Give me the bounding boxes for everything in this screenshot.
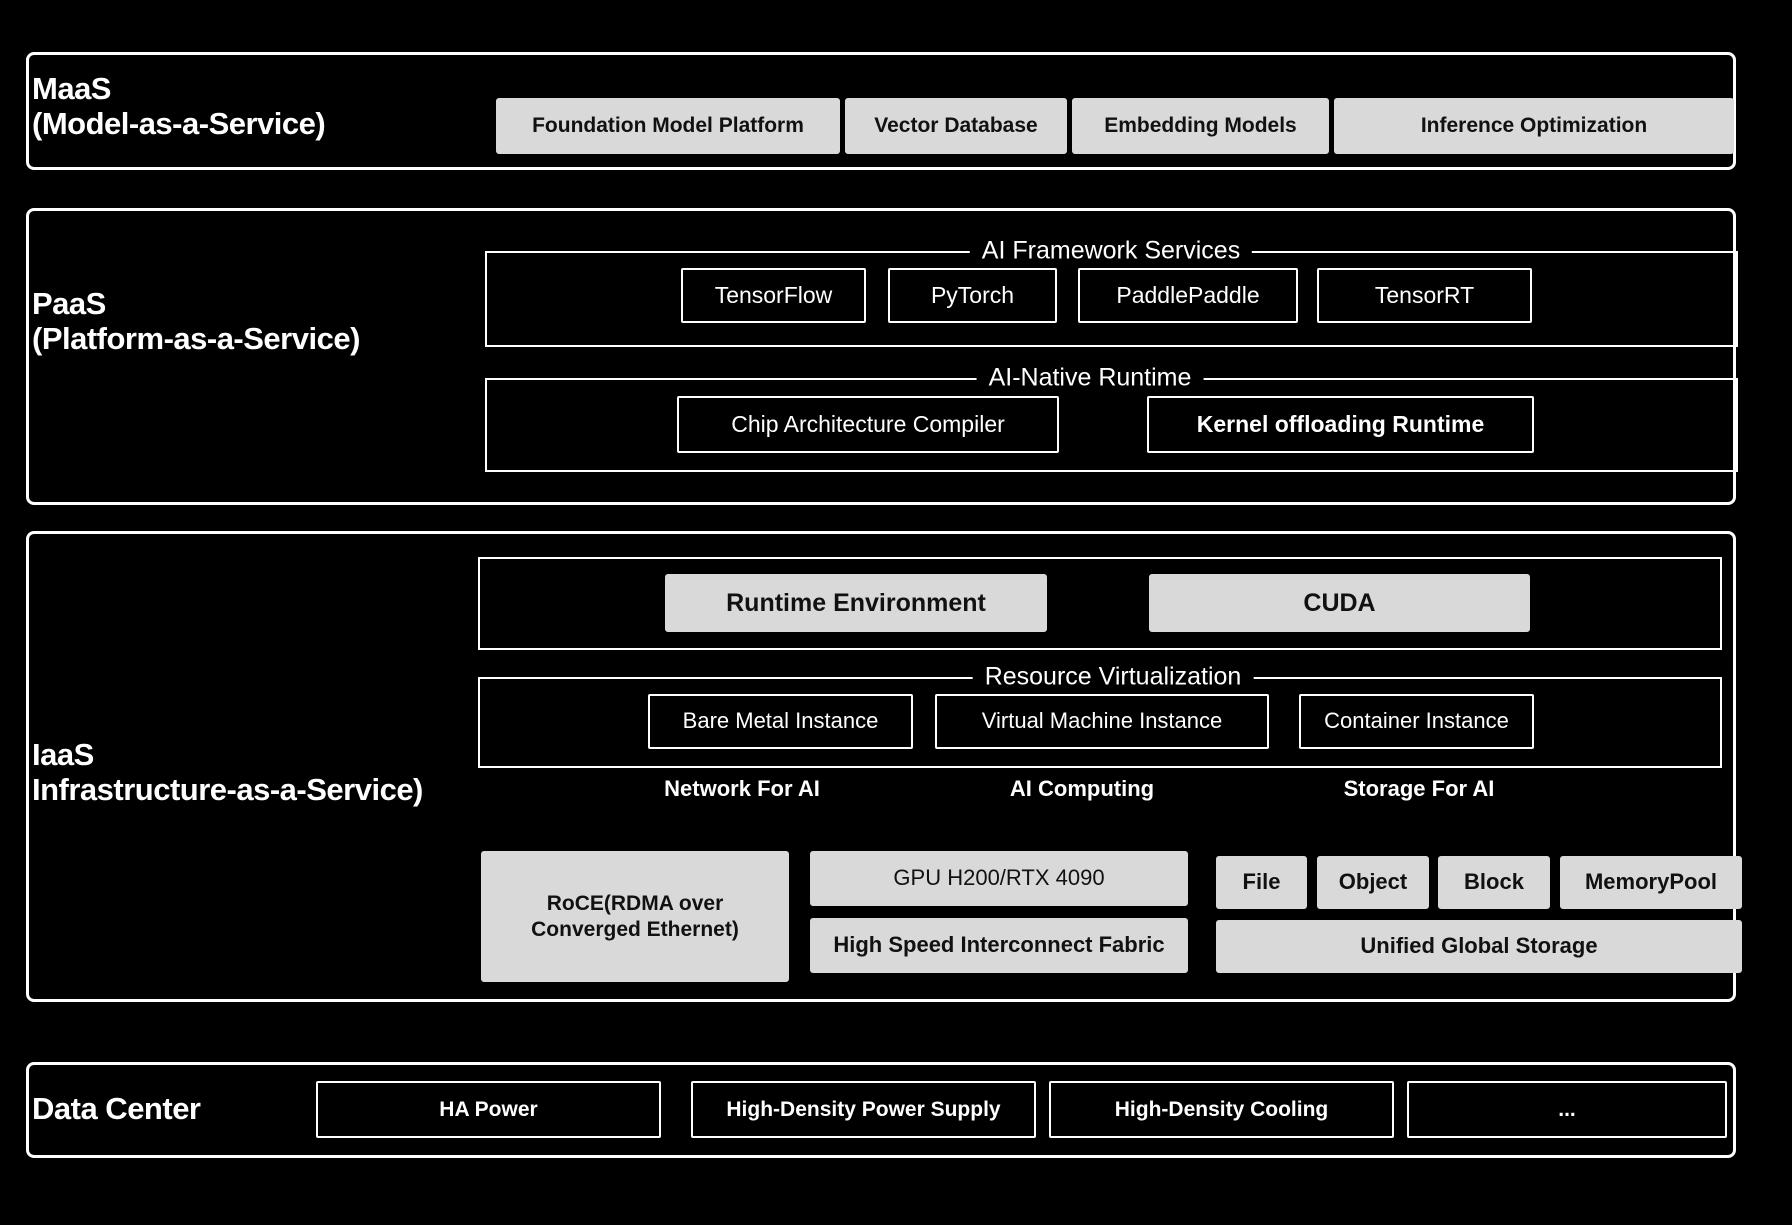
maas-box-inference-optimization[interactable]: Inference Optimization (1334, 98, 1734, 154)
layer-iaas-label: IaaS Infrastructure-as-a-Service) (32, 737, 423, 807)
iaas-column-header-storage-for-ai: Storage For AI (1343, 776, 1495, 801)
layer-maas-label: MaaS (Model-as-a-Service) (32, 71, 326, 141)
paas-box-pytorch[interactable]: PyTorch (888, 268, 1057, 323)
maas-box-embedding-models[interactable]: Embedding Models (1072, 98, 1329, 154)
layer-datacenter-label: Data Center (32, 1091, 201, 1126)
iaas-box-container-instance[interactable]: Container Instance (1299, 694, 1534, 749)
paas-box-kernel-offloading-runtime[interactable]: Kernel offloading Runtime (1147, 396, 1534, 453)
paas-box-paddlepaddle[interactable]: PaddlePaddle (1078, 268, 1298, 323)
group-resource-virtualization-legend: Resource Virtualization (972, 662, 1254, 692)
iaas-box-bare-metal-instance[interactable]: Bare Metal Instance (648, 694, 913, 749)
iaas-box-object[interactable]: Object (1317, 856, 1429, 909)
layer-paas-label: PaaS (Platform-as-a-Service) (32, 286, 360, 356)
group-ai-native-runtime-legend: AI-Native Runtime (976, 363, 1204, 393)
iaas-box-runtime-environment[interactable]: Runtime Environment (665, 574, 1047, 632)
paas-box-chip-architecture-compiler[interactable]: Chip Architecture Compiler (677, 396, 1059, 453)
layer-paas (26, 208, 1736, 505)
iaas-runtime-frame (478, 557, 1722, 650)
paas-box-tensorrt[interactable]: TensorRT (1317, 268, 1532, 323)
maas-box-vector-database[interactable]: Vector Database (845, 98, 1067, 154)
iaas-box-roce[interactable]: RoCE(RDMA over Converged Ethernet) (481, 851, 789, 982)
iaas-box-gpu[interactable]: GPU H200/RTX 4090 (810, 851, 1188, 906)
iaas-box-block[interactable]: Block (1438, 856, 1550, 909)
iaas-box-cuda[interactable]: CUDA (1149, 574, 1530, 632)
paas-box-tensorflow[interactable]: TensorFlow (681, 268, 866, 323)
iaas-box-virtual-machine-instance[interactable]: Virtual Machine Instance (935, 694, 1269, 749)
iaas-box-high-speed-interconnect-fabric[interactable]: High Speed Interconnect Fabric (810, 918, 1188, 973)
iaas-column-header-network-for-ai: Network For AI (664, 776, 820, 801)
datacenter-box-high-density-power-supply[interactable]: High-Density Power Supply (691, 1081, 1036, 1138)
iaas-box-memorypool[interactable]: MemoryPool (1560, 856, 1742, 909)
iaas-box-unified-global-storage[interactable]: Unified Global Storage (1216, 920, 1742, 973)
datacenter-box-high-density-cooling[interactable]: High-Density Cooling (1049, 1081, 1394, 1138)
iaas-box-file[interactable]: File (1216, 856, 1307, 909)
iaas-column-header-ai-computing: AI Computing (1009, 776, 1155, 801)
group-ai-framework-services-legend: AI Framework Services (969, 236, 1253, 266)
maas-box-foundation-model-platform[interactable]: Foundation Model Platform (496, 98, 840, 154)
datacenter-box-ellipsis[interactable]: ... (1407, 1081, 1727, 1138)
datacenter-box-ha-power[interactable]: HA Power (316, 1081, 661, 1138)
